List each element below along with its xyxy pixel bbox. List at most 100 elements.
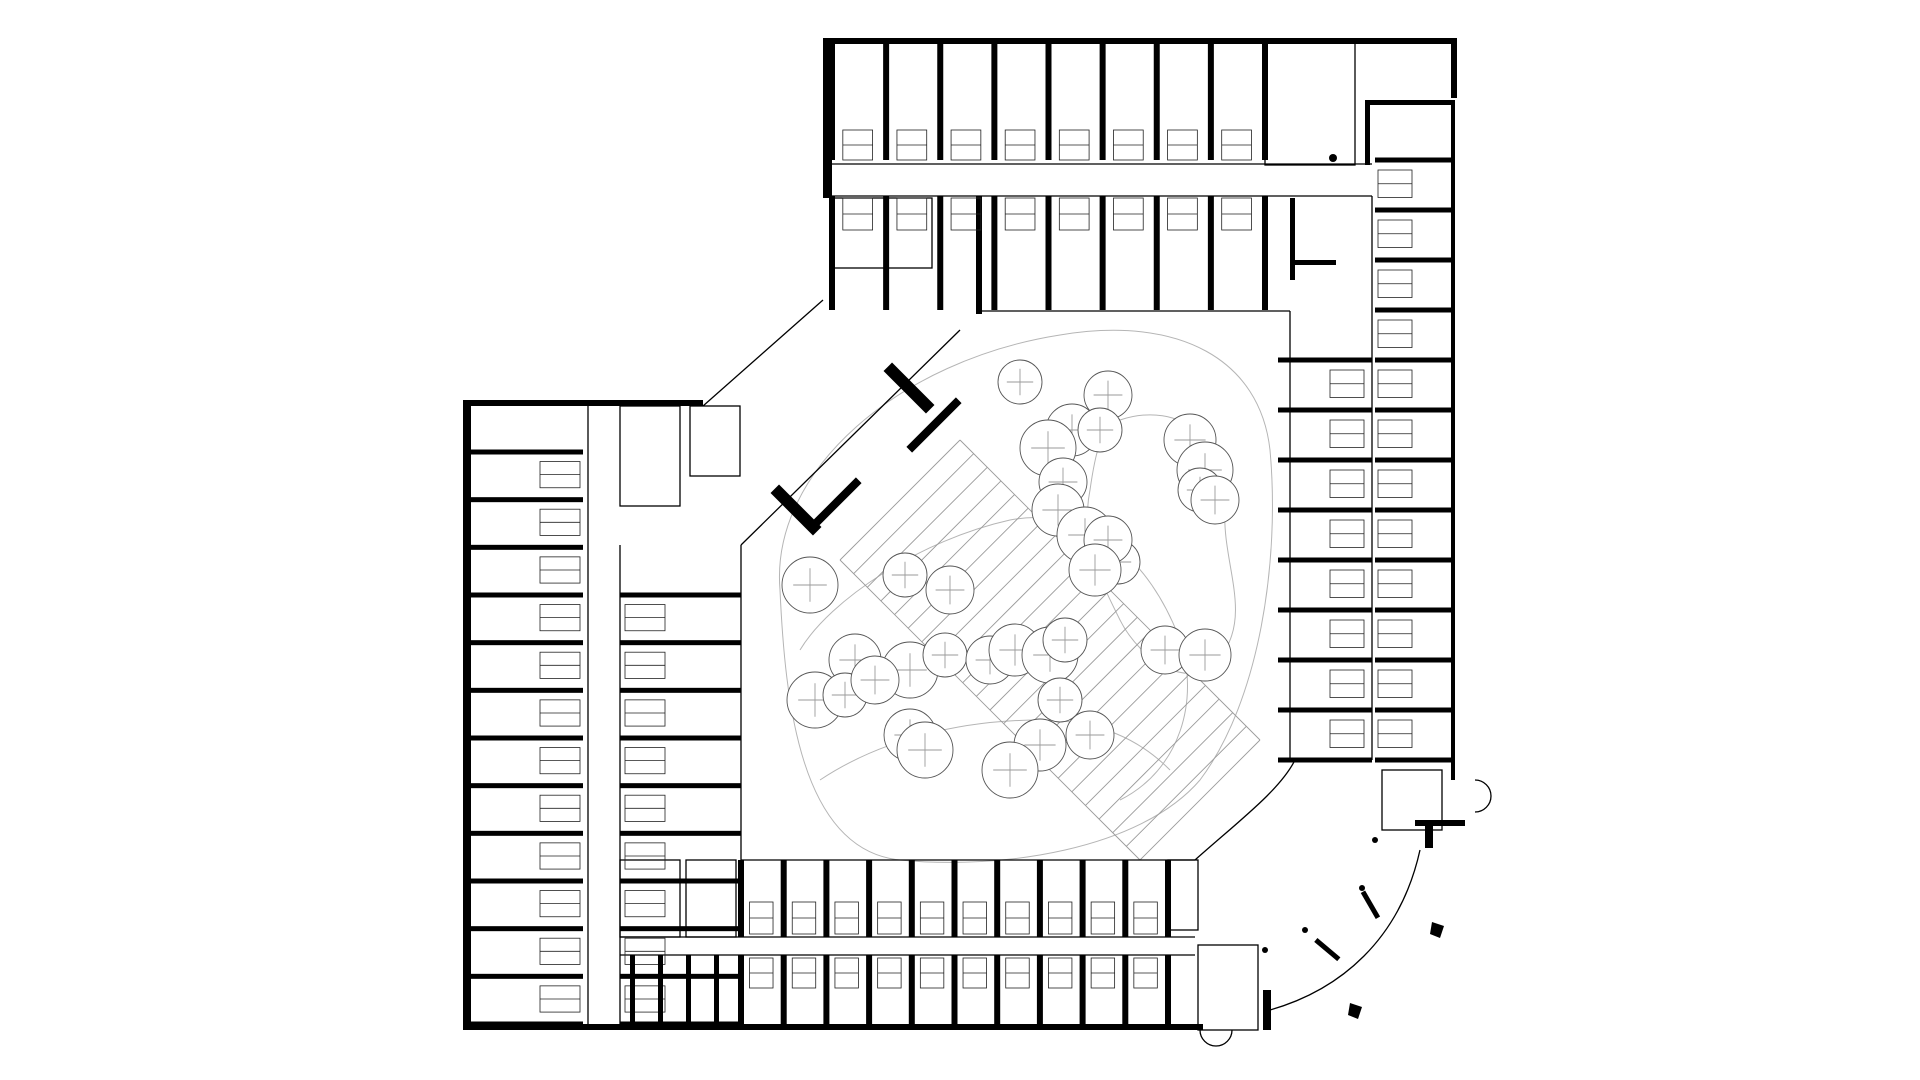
boardwalk-slat (1126, 726, 1247, 847)
north-court-room-wall (829, 196, 835, 310)
west-room-wall (463, 640, 583, 646)
east-room-wall (1375, 607, 1451, 613)
west-room-wall (463, 592, 583, 598)
north-room-wall (883, 44, 890, 160)
east-court-room-wall (1278, 557, 1372, 563)
west-room-wall (463, 687, 583, 693)
east-wing-rooms (1278, 154, 1451, 763)
north-room-wall (1153, 44, 1160, 160)
se-small-core (1167, 859, 1199, 931)
south-room-wall (1165, 955, 1171, 1025)
south-room-wall (1122, 955, 1129, 1025)
boardwalk-slat (1057, 657, 1179, 779)
east-room-wall (1375, 307, 1451, 313)
south-court-room-wall (780, 860, 787, 937)
south-room-wall (908, 955, 915, 1025)
west-room-wall (463, 544, 583, 550)
ne-elevator-wall (1290, 198, 1295, 280)
north-court-room-wall (991, 196, 998, 310)
se-link-court-wall (1194, 759, 1296, 861)
east-court-room-wall (1278, 707, 1372, 713)
se-bay-east (1474, 779, 1492, 813)
east-room-wall (1375, 407, 1451, 413)
ne-core-wall-2 (1365, 100, 1370, 165)
south-court-room-wall (994, 860, 1001, 937)
east-court-room-wall (1278, 657, 1372, 663)
boardwalk-slat (853, 453, 974, 574)
link-stair-wall-1 (883, 362, 935, 414)
ne-core-wall (1365, 100, 1453, 105)
west-room-wall (463, 878, 583, 884)
north-room-wall (1207, 44, 1214, 160)
east-room-wall (1375, 207, 1451, 213)
south-court-room-wall (738, 860, 744, 937)
south-room-wall (994, 955, 1001, 1025)
south-room-wall (1079, 955, 1086, 1025)
north-room-wall (1262, 44, 1268, 160)
north-wing-rooms (829, 44, 1268, 310)
east-court-room-wall (1278, 457, 1372, 463)
north-court-room-wall (1153, 196, 1160, 310)
north-wing-inner-corner (976, 196, 982, 314)
south-court-room-wall (1165, 860, 1171, 937)
west-room-wall (463, 973, 583, 979)
east-court-room-wall (1278, 757, 1372, 763)
ne-elevator-wall-2 (1290, 260, 1336, 265)
south-court-room-wall (866, 860, 873, 937)
sw-stair (685, 859, 737, 938)
east-court-room-wall (1278, 407, 1372, 413)
south-west-room-wall (630, 955, 635, 1025)
north-wing-west-wall (823, 38, 832, 198)
west-room-wall (463, 449, 583, 455)
north-court-room-wall (1207, 196, 1214, 310)
link-outer-wall (702, 299, 824, 407)
north-room-wall (829, 44, 835, 160)
east-room-wall (1375, 657, 1451, 663)
south-west-room-wall (658, 955, 663, 1025)
south-room-wall (823, 955, 830, 1025)
boardwalk-slat (1071, 671, 1193, 793)
west-court-room-wall (620, 687, 741, 693)
west-wing-outer-wall (463, 400, 471, 1028)
pier-1 (1360, 890, 1381, 919)
boardwalk-slat (1085, 685, 1206, 806)
boardwalk-slat (1112, 712, 1234, 834)
west-service-core (619, 405, 681, 507)
north-room-wall (937, 44, 944, 160)
south-room-wall (738, 955, 744, 1025)
se-stair-core (1197, 944, 1259, 1031)
boardwalk-slat (1016, 616, 1138, 738)
pier-2 (1314, 938, 1341, 962)
south-room-wall (780, 955, 787, 1025)
south-court-room-wall (823, 860, 830, 937)
east-court-room-wall (1278, 357, 1372, 363)
north-court-room-wall (1262, 196, 1268, 310)
column-1 (1372, 837, 1378, 843)
se-south-stub (1263, 990, 1271, 1030)
east-court-room-wall (1278, 607, 1372, 613)
north-room-wall (1099, 44, 1106, 160)
se-bay-south (1199, 1029, 1233, 1047)
courtyard-landscape (778, 329, 1273, 863)
east-room-wall (1375, 357, 1451, 363)
boardwalk-slat (907, 507, 1029, 629)
south-court-room-wall (1079, 860, 1086, 937)
east-room-wall (1375, 257, 1451, 263)
boardwalk-slat (921, 521, 1043, 643)
east-column (1329, 154, 1337, 162)
west-court-room-wall (620, 735, 741, 741)
east-wing-outer-wall (1451, 100, 1455, 780)
south-court-room-wall (1036, 860, 1043, 937)
north-wing-north-wall (823, 38, 1457, 44)
pier-4 (1348, 1003, 1362, 1019)
south-court-room-wall (951, 860, 958, 937)
north-court-room-wall (1045, 196, 1052, 310)
sw-service-core (619, 859, 681, 938)
link-stair-wall-4 (806, 477, 862, 533)
west-court-room-wall (620, 830, 741, 836)
courtyard-trees (781, 359, 1240, 799)
ne-service-core (1264, 39, 1356, 166)
west-wing-rooms (463, 449, 741, 1027)
